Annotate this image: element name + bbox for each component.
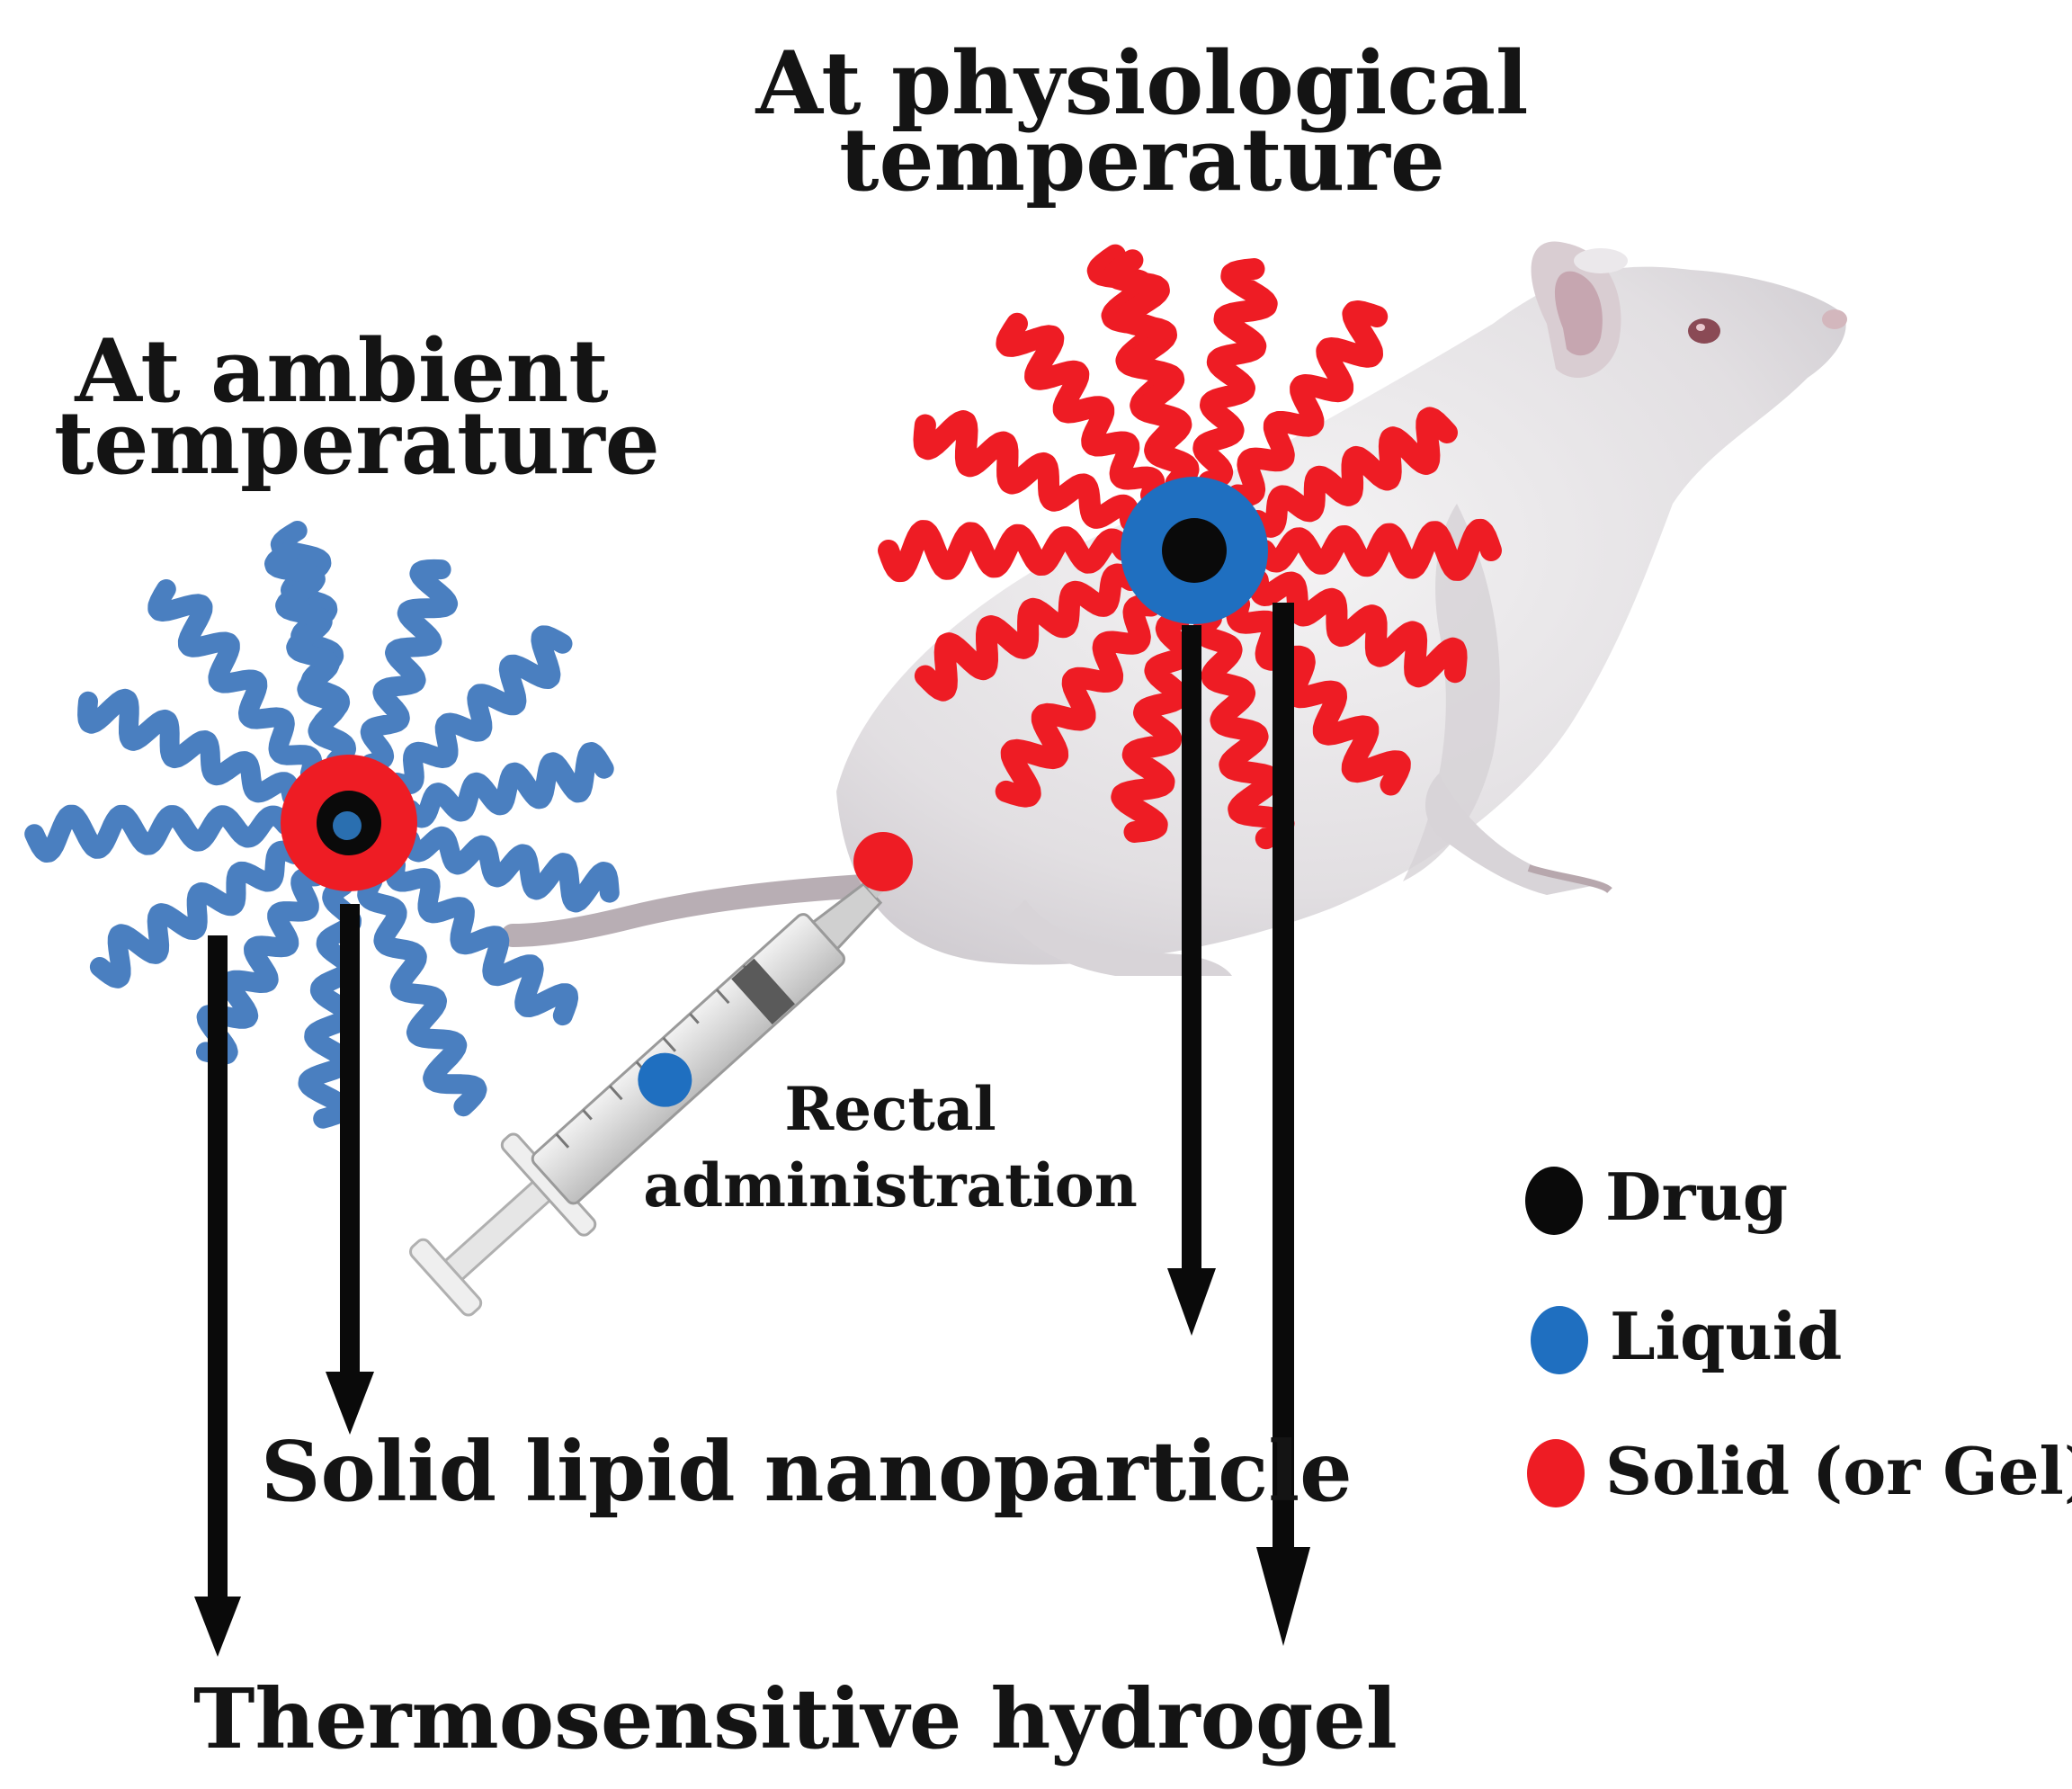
physio-heading-line1: At physiological	[755, 32, 1529, 134]
syringe-icon	[409, 870, 897, 1317]
liquid-center	[333, 811, 362, 840]
sln-label: Solid lipid nanoparticle	[261, 1423, 1353, 1520]
polymer-chain	[387, 625, 573, 795]
solid-chain-micelle	[878, 244, 1502, 850]
polymer-chain	[1103, 249, 1200, 493]
polymer-chain	[996, 312, 1166, 506]
polymer-chain	[24, 804, 296, 863]
arrow-sln-ambient	[326, 904, 374, 1435]
ejected-gel-droplet	[853, 832, 913, 891]
rectal-label-line2: administration	[643, 1150, 1138, 1221]
polymer-chain	[878, 520, 1135, 583]
polymer-chain	[1254, 518, 1502, 581]
polymer-chain	[913, 410, 1142, 532]
arrow-hydrogel-ambient	[194, 935, 241, 1657]
drug-core-physio	[1162, 518, 1227, 583]
legend-liquid-swatch	[1531, 1306, 1588, 1374]
ambient-heading-line1: At ambient	[75, 320, 609, 422]
polymer-chain	[77, 688, 302, 807]
polymer-chain	[357, 871, 487, 1117]
legend-drug-swatch	[1525, 1167, 1583, 1235]
legend-liquid-label: Liquid	[1610, 1298, 1843, 1374]
polymer-chain	[1246, 569, 1468, 688]
polymer-chain	[1246, 407, 1458, 538]
polymer-chain	[995, 595, 1162, 808]
polymer-chain	[399, 826, 620, 913]
polymer-chain	[147, 579, 323, 783]
polymer-chain	[264, 540, 354, 772]
arrow-sln-physio	[1167, 625, 1216, 1336]
polymer-chain	[914, 563, 1142, 702]
polymer-chain	[1192, 258, 1278, 493]
ambient-heading-line2: temperature	[54, 392, 660, 494]
rectal-label-line1: Rectal	[784, 1074, 996, 1144]
polymer-chain	[400, 742, 614, 828]
polymer-chain	[360, 559, 459, 774]
legend-solid-label: Solid (or Gel)	[1605, 1433, 2072, 1509]
polymer-chain	[1227, 300, 1389, 506]
polymer-chain	[89, 840, 305, 988]
legend-solid-swatch	[1527, 1439, 1585, 1507]
physio-heading-line2: temperature	[839, 109, 1445, 210]
polymer-chain	[1192, 607, 1295, 850]
legend-drug-label: Drug	[1605, 1158, 1789, 1235]
hydrogel-label: Thermosensitive hydrogel	[193, 1670, 1398, 1767]
polymer-chain	[385, 854, 579, 1026]
arrow-hydrogel-physio	[1256, 603, 1310, 1646]
